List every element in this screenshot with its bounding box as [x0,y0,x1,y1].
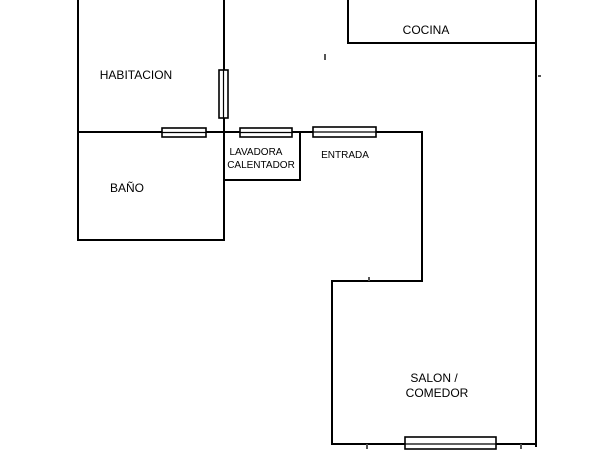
sketch-marks [324,54,541,449]
bedroom-label: HABITACION [100,68,172,82]
laundry-closet-walls [223,131,301,181]
laundry-door [239,127,293,138]
bathroom-label: BAÑO [110,181,144,195]
bedroom-walls [77,0,225,241]
bathroom-walls [77,131,225,241]
living-room-label-line2: COMEDOR [406,386,469,400]
bedroom-door [218,69,229,119]
kitchen-walls [347,0,537,44]
entrance-label: ENTRADA [321,150,369,161]
laundry-label-line1: LAVADORA [230,147,283,158]
living-room-window [404,436,497,450]
kitchen-label: COCINA [403,23,450,37]
entrance-door [312,126,377,138]
laundry-label-line2: CALENTADOR [227,160,295,171]
living-room-label-line1: SALON / [410,371,458,385]
bathroom-door [161,127,207,138]
